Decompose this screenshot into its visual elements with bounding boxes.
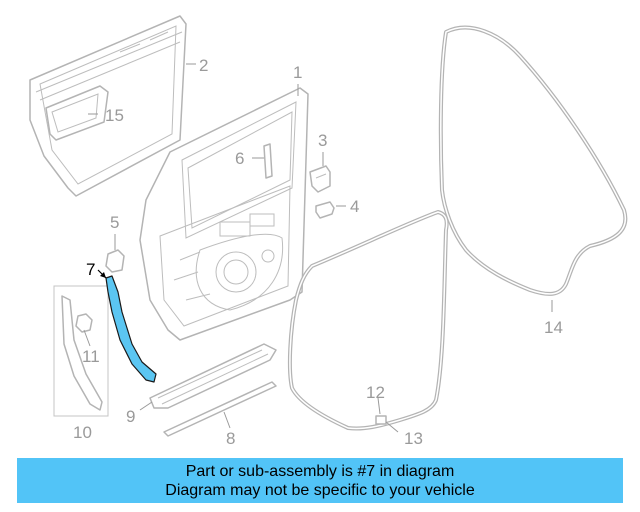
callout-5: 5 [110, 213, 119, 232]
part-15-armrest-pocket[interactable] [45, 85, 109, 141]
callout-4: 4 [350, 197, 359, 216]
callout-8: 8 [226, 429, 235, 448]
callout-15: 15 [105, 106, 124, 125]
part-12-door-weatherstrip[interactable] [287, 210, 449, 431]
part-10-pillar-trim[interactable] [53, 285, 109, 417]
banner-line-2: Diagram may not be specific to your vehi… [165, 481, 475, 499]
part-5-clip[interactable] [105, 249, 125, 273]
callout-11: 11 [82, 347, 100, 366]
part-14-body-weatherstrip[interactable] [438, 25, 628, 296]
info-banner: Part or sub-assembly is #7 in diagram Di… [17, 458, 623, 503]
part-8-sill-strip[interactable] [163, 381, 277, 437]
callout-12: 12 [366, 383, 385, 402]
part-13-clip[interactable] [375, 415, 387, 425]
part-2-door-trim-panel[interactable] [29, 15, 187, 197]
callout-9: 9 [126, 407, 135, 426]
callout-14: 14 [544, 318, 563, 337]
part-11-clip[interactable] [75, 313, 93, 333]
callout-13: 13 [404, 429, 423, 448]
part-6-glass-run-channel[interactable] [263, 143, 273, 179]
banner-line-1: Part or sub-assembly is #7 in diagram [185, 462, 455, 480]
leader-lines [83, 63, 553, 433]
part-9-sill-plate[interactable] [149, 343, 277, 409]
callout-10: 10 [73, 423, 92, 442]
callout-6: 6 [235, 149, 244, 168]
callout-3: 3 [318, 131, 327, 150]
part-4-clip[interactable] [315, 201, 335, 219]
callout-7: 7 [86, 260, 95, 279]
part-3-bracket[interactable] [309, 165, 331, 193]
part-7-highlighted-weatherstrip[interactable] [105, 275, 157, 383]
callout-1: 1 [293, 63, 302, 82]
callout-2: 2 [199, 56, 208, 75]
